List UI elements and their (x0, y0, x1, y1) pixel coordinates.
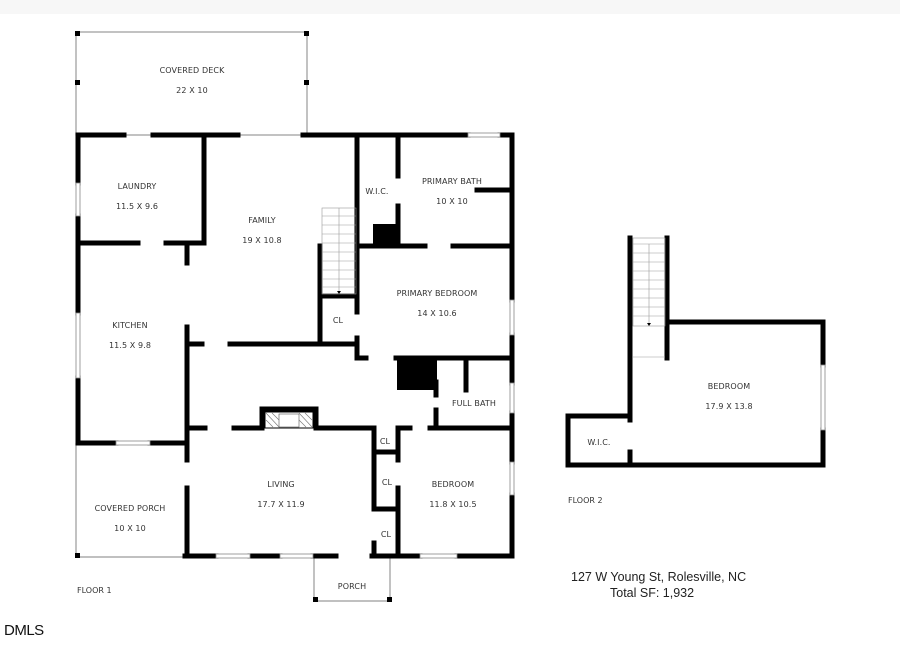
room-closet-1: CL (380, 437, 390, 446)
room-family: FAMILY 19 X 10.8 (242, 216, 281, 245)
room-closet-2: CL (382, 478, 392, 487)
room-dims: 17.9 X 13.8 (705, 402, 753, 411)
room-name: FAMILY (248, 216, 276, 225)
room-porch: PORCH (338, 582, 366, 591)
room-name: CL (381, 478, 393, 487)
total-square-footage: Total SF: 1,932 (610, 586, 695, 600)
room-dims: 14 X 10.6 (417, 309, 457, 318)
room-name: COVERED DECK (159, 66, 225, 75)
room-name: CL (379, 437, 391, 446)
room-name: BEDROOM (431, 480, 475, 489)
room-dims: 10 X 10 (436, 197, 468, 206)
top-strip (0, 0, 900, 14)
room-wic-floor2: W.I.C. (587, 438, 610, 447)
room-closet-stair: CL (333, 316, 343, 325)
floor-2-label: FLOOR 2 (568, 496, 603, 505)
room-name: CL (380, 530, 392, 539)
dmls-logo: DMLS (4, 622, 44, 639)
room-name: PORCH (337, 582, 367, 591)
room-primary-bath: PRIMARY BATH 10 X 10 (422, 177, 482, 206)
room-closet-3: CL (381, 530, 391, 539)
room-bedroom-floor1: BEDROOM 11.8 X 10.5 (429, 480, 476, 509)
room-name: KITCHEN (112, 321, 148, 330)
room-name: LAUNDRY (117, 182, 157, 191)
room-full-bath: FULL BATH (452, 399, 496, 408)
room-name: COVERED PORCH (94, 504, 166, 513)
room-dims: 17.7 X 11.9 (257, 500, 305, 509)
floor-1-label: FLOOR 1 (77, 586, 112, 595)
room-dims: 11.5 X 9.6 (115, 202, 159, 211)
room-covered-deck: COVERED DECK 22 X 10 (160, 66, 225, 95)
room-covered-porch: COVERED PORCH 10 X 10 (95, 504, 166, 533)
room-kitchen: KITCHEN 11.5 X 9.8 (109, 321, 151, 350)
room-name: CL (332, 316, 344, 325)
room-wic-floor1: W.I.C. (365, 187, 388, 196)
room-dims: 11.5 X 9.8 (108, 341, 152, 350)
room-dims: 19 X 10.8 (242, 236, 282, 245)
room-name: W.I.C. (587, 438, 611, 447)
room-primary-bedroom: PRIMARY BEDROOM 14 X 10.6 (397, 289, 478, 318)
room-name: BEDROOM (707, 382, 751, 391)
room-bedroom-floor2: BEDROOM 17.9 X 13.8 (705, 382, 752, 411)
room-dims: 10 X 10 (114, 524, 146, 533)
room-dims: 22 X 10 (176, 86, 208, 95)
room-dims: 11.8 X 10.5 (429, 500, 477, 509)
property-address: 127 W Young St, Rolesville, NC (571, 570, 747, 584)
room-name: PRIMARY BEDROOM (396, 289, 478, 298)
room-name: LIVING (267, 480, 295, 489)
room-name: PRIMARY BATH (421, 177, 483, 186)
room-name: W.I.C. (365, 187, 389, 196)
room-living: LIVING 17.7 X 11.9 (257, 480, 304, 509)
room-laundry: LAUNDRY 11.5 X 9.6 (116, 182, 158, 211)
room-name: FULL BATH (451, 399, 497, 408)
